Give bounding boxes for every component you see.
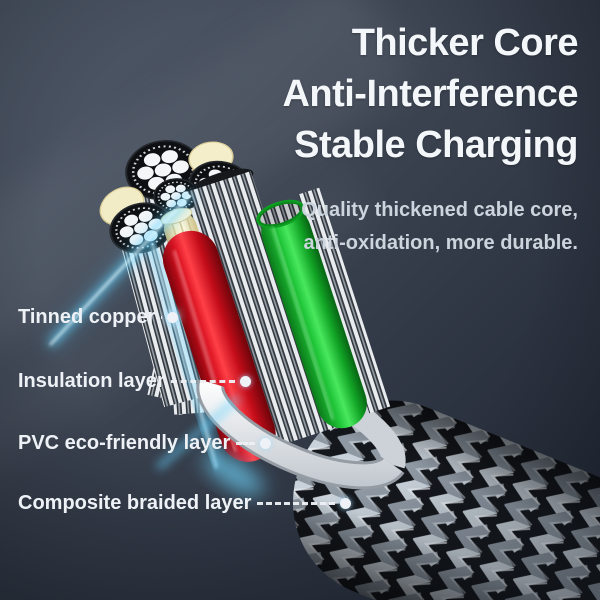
leader-dot: [167, 311, 178, 323]
title-line: Thicker Core: [351, 22, 579, 64]
callout-tinned-copper: Tinned copper: [18, 301, 178, 333]
leader-line: [161, 315, 162, 319]
callout-label: Tinned copper: [18, 305, 156, 328]
leader-line: [257, 501, 335, 505]
callout-label: Insulation layer: [18, 369, 165, 392]
subtitle: Quality thickened cable core, anti-oxida…: [301, 194, 578, 260]
callout-braided-layer: Composite braided layer: [18, 487, 351, 519]
callout-label: PVC eco-friendly layer: [18, 431, 231, 454]
callout-insulation-layer: Insulation layer: [18, 365, 251, 397]
leader-dot: [340, 497, 351, 509]
subtitle-line: anti-oxidation, more durable.: [303, 232, 578, 254]
callout-label: Composite braided layer: [18, 491, 252, 514]
callout-pvc-layer: PVC eco-friendly layer: [18, 427, 271, 459]
leader-line: [170, 379, 235, 383]
page-title: Thicker Core Anti-Interference Stable Ch…: [282, 18, 578, 171]
title-line: Stable Charging: [294, 124, 578, 166]
leader-dot: [240, 375, 251, 387]
leader-dot: [260, 437, 271, 449]
leader-line: [236, 441, 255, 445]
title-line: Anti-Interference: [282, 73, 578, 115]
subtitle-line: Quality thickened cable core,: [301, 199, 578, 221]
